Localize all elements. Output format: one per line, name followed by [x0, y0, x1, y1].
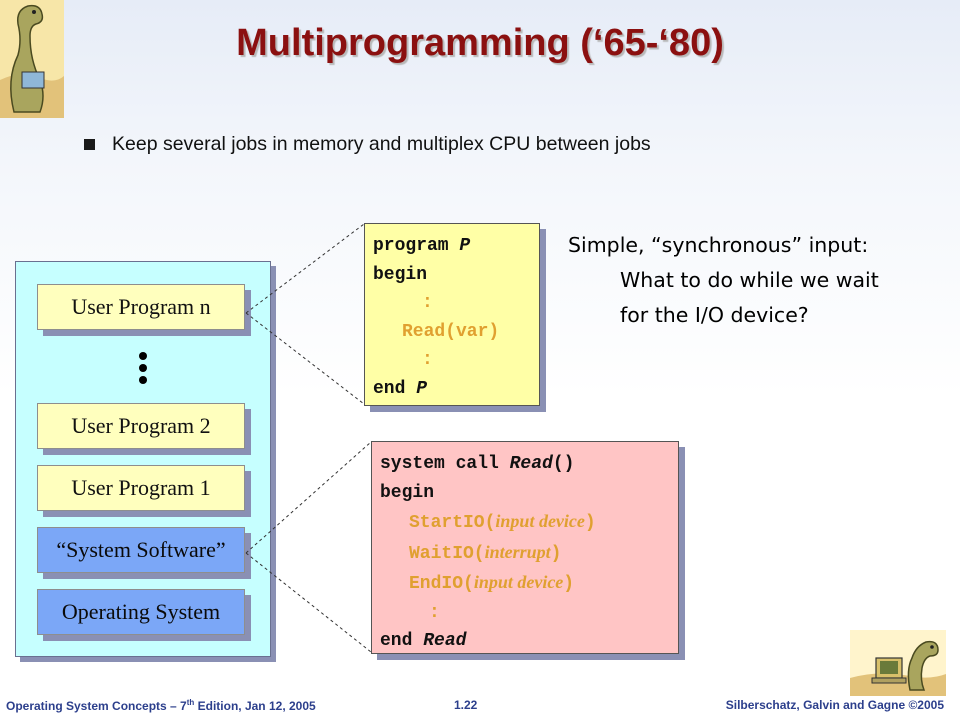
code-line: Read(var) [402, 321, 500, 342]
footer-copyright: Silberschatz, Galvin and Gagne ©2005 [725, 698, 944, 712]
user-program-2: User Program 2 [37, 403, 245, 449]
dinosaur-logo-icon [0, 0, 64, 118]
ellipsis-dot [139, 364, 147, 372]
code-line: : [422, 350, 433, 370]
bullet-item: Keep several jobs in memory and multiple… [84, 131, 651, 157]
bullet-square-icon [84, 138, 95, 150]
user-program-n: User Program n [37, 284, 245, 330]
code-line: end Read [380, 631, 467, 651]
page-title: Multiprogramming (‘65-‘80) [236, 22, 724, 64]
code-line: EndIO(input device) [409, 572, 575, 594]
operating-system: Operating System [37, 589, 245, 635]
io-question: Simple, “synchronous” input: What to do … [568, 228, 948, 333]
user-program-1: User Program 1 [37, 465, 245, 511]
question-line: for the I/O device? [620, 303, 809, 327]
question-line: What to do while we wait [620, 268, 879, 292]
code-line: : [429, 602, 440, 623]
ellipsis-dot [139, 376, 147, 384]
question-line: Simple, “synchronous” input: [568, 233, 869, 257]
code-line: : [422, 293, 433, 313]
code-line: program P [373, 236, 471, 256]
bullet-text: Keep several jobs in memory and multiple… [112, 132, 651, 155]
code-line: begin [373, 264, 428, 285]
system-software: “System Software” [37, 527, 245, 573]
footer-book-title: Operating System Concepts – 7th Edition,… [6, 698, 316, 713]
code-line: begin [380, 482, 435, 503]
program-code-box: program P begin : Read(var) : end P [364, 223, 540, 406]
code-line: StartIO(input device) [409, 511, 596, 533]
code-line: system call Read() [380, 454, 575, 474]
dinosaur-computer-logo-icon [850, 630, 946, 696]
code-line: end P [373, 378, 428, 399]
footer-page-number: 1.22 [454, 698, 478, 712]
system-call-code-box: system call Read() begin StartIO(input d… [371, 441, 679, 654]
ellipsis-dot [139, 352, 147, 360]
code-line: WaitIO(interrupt) [409, 541, 562, 564]
